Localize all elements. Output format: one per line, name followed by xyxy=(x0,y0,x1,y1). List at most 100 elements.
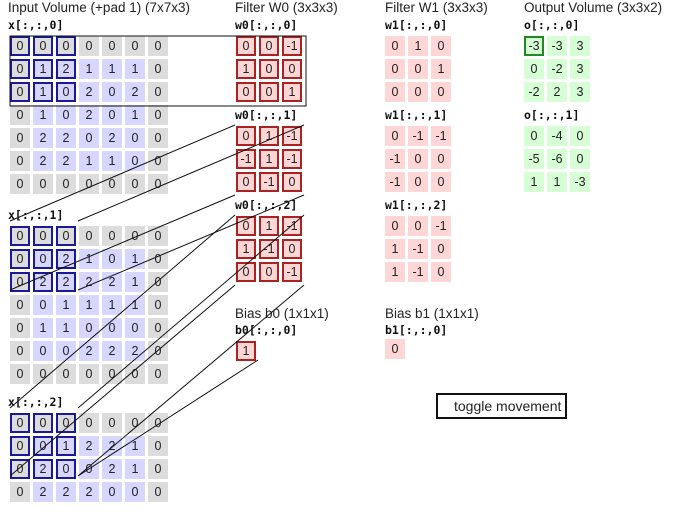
output-cell: 2 xyxy=(547,82,567,102)
input-cell: 0 xyxy=(148,82,168,102)
input-cell: 2 xyxy=(102,128,122,148)
bias-b1-cell: 0 xyxy=(385,339,405,359)
input-cell: 1 xyxy=(56,295,76,315)
input-cell: 1 xyxy=(33,105,53,125)
filter-w1-cell: -1 xyxy=(431,216,451,236)
input-cell: 0 xyxy=(56,364,76,384)
input-cell: 0 xyxy=(125,128,145,148)
filter-w1-cell: 0 xyxy=(431,172,451,192)
filter-w0-slice-label: w0[:,:,1] xyxy=(235,108,298,122)
input-cell: 0 xyxy=(102,413,122,433)
filter-w0-cell: 0 xyxy=(259,82,279,102)
input-cell: 0 xyxy=(33,249,53,269)
input-cell: 0 xyxy=(33,36,53,56)
input-cell: 0 xyxy=(33,295,53,315)
output-cell: -3 xyxy=(547,36,567,56)
filter-w0-cell: 0 xyxy=(236,262,256,282)
input-cell: 1 xyxy=(102,59,122,79)
input-cell: 2 xyxy=(125,341,145,361)
output-cell: 3 xyxy=(570,59,590,79)
input-cell: 0 xyxy=(33,413,53,433)
output-cell: -2 xyxy=(524,82,544,102)
input-cell: 2 xyxy=(56,128,76,148)
input-cell: 0 xyxy=(148,151,168,171)
input-cell: 1 xyxy=(79,295,99,315)
output-slice-label: o[:,:,0] xyxy=(524,18,580,32)
filter-w0-cell: 0 xyxy=(259,262,279,282)
input-cell: 2 xyxy=(102,436,122,456)
input-cell: 0 xyxy=(10,174,30,194)
input-slice-label: x[:,:,0] xyxy=(8,18,64,32)
input-cell: 2 xyxy=(125,82,145,102)
filter-w1-cell: -1 xyxy=(431,126,451,146)
input-cell: 0 xyxy=(102,82,122,102)
input-cell: 0 xyxy=(125,318,145,338)
input-cell: 2 xyxy=(56,59,76,79)
filter-w1-cell: 0 xyxy=(431,262,451,282)
input-cell: 2 xyxy=(33,272,53,292)
input-cell: 1 xyxy=(125,249,145,269)
filter-w0-cell: 0 xyxy=(236,216,256,236)
input-cell: 1 xyxy=(102,295,122,315)
input-cell: 1 xyxy=(102,151,122,171)
input-cell: 2 xyxy=(102,341,122,361)
filter-w1-cell: 0 xyxy=(431,82,451,102)
filter-w0-cell: 0 xyxy=(236,82,256,102)
filter-w1-cell: 0 xyxy=(385,59,405,79)
input-cell: 0 xyxy=(10,82,30,102)
input-cell: 0 xyxy=(125,36,145,56)
input-cell: 0 xyxy=(125,174,145,194)
filter-w0-cell: -1 xyxy=(282,126,302,146)
output-cell: 0 xyxy=(570,126,590,146)
output-cell: 0 xyxy=(524,59,544,79)
output-cell: -6 xyxy=(547,149,567,169)
input-cell: 2 xyxy=(79,436,99,456)
input-cell: 0 xyxy=(125,364,145,384)
filter-w1-slice-label: w1[:,:,2] xyxy=(385,198,448,212)
filter-w0-cell: -1 xyxy=(282,216,302,236)
output-slice-label: o[:,:,1] xyxy=(524,108,580,122)
input-cell: 0 xyxy=(79,318,99,338)
input-cell: 0 xyxy=(33,364,53,384)
input-cell: 0 xyxy=(10,295,30,315)
input-cell: 0 xyxy=(10,249,30,269)
input-cell: 0 xyxy=(102,482,122,502)
input-cell: 0 xyxy=(10,105,30,125)
input-cell: 1 xyxy=(33,318,53,338)
input-cell: 0 xyxy=(148,413,168,433)
filter-w0-cell: 1 xyxy=(259,149,279,169)
input-cell: 0 xyxy=(102,318,122,338)
input-cell: 0 xyxy=(10,59,30,79)
input-cell: 0 xyxy=(10,459,30,479)
input-cell: 2 xyxy=(56,482,76,502)
filter-w0-cell: 1 xyxy=(282,82,302,102)
filter-w0-cell: 1 xyxy=(236,239,256,259)
filter-w0-title: Filter W0 (3x3x3) xyxy=(235,0,338,15)
input-cell: 1 xyxy=(125,436,145,456)
output-cell: -2 xyxy=(547,59,567,79)
input-cell: 2 xyxy=(102,272,122,292)
input-cell: 0 xyxy=(56,341,76,361)
filter-w0-cell: 0 xyxy=(236,172,256,192)
input-cell: 1 xyxy=(125,295,145,315)
filter-w0-slice-label: w0[:,:,2] xyxy=(235,198,298,212)
filter-w1-cell: 0 xyxy=(385,126,405,146)
filter-w1-cell: 0 xyxy=(408,82,428,102)
input-cell: 0 xyxy=(102,364,122,384)
filter-w0-cell: 0 xyxy=(282,59,302,79)
input-cell: 0 xyxy=(79,174,99,194)
filter-w0-cell: -1 xyxy=(259,172,279,192)
filter-w0-cell: -1 xyxy=(282,36,302,56)
filter-w1-cell: -1 xyxy=(408,262,428,282)
toggle-movement-button[interactable]: toggle movement xyxy=(436,393,567,419)
input-cell: 1 xyxy=(125,272,145,292)
output-cell: 1 xyxy=(524,172,544,192)
input-cell: 0 xyxy=(33,174,53,194)
input-cell: 1 xyxy=(33,82,53,102)
input-cell: 0 xyxy=(56,459,76,479)
filter-w0-cell: 1 xyxy=(236,59,256,79)
input-cell: 1 xyxy=(125,105,145,125)
filter-w1-cell: -1 xyxy=(408,239,428,259)
input-cell: 1 xyxy=(33,59,53,79)
input-cell: 0 xyxy=(33,226,53,246)
